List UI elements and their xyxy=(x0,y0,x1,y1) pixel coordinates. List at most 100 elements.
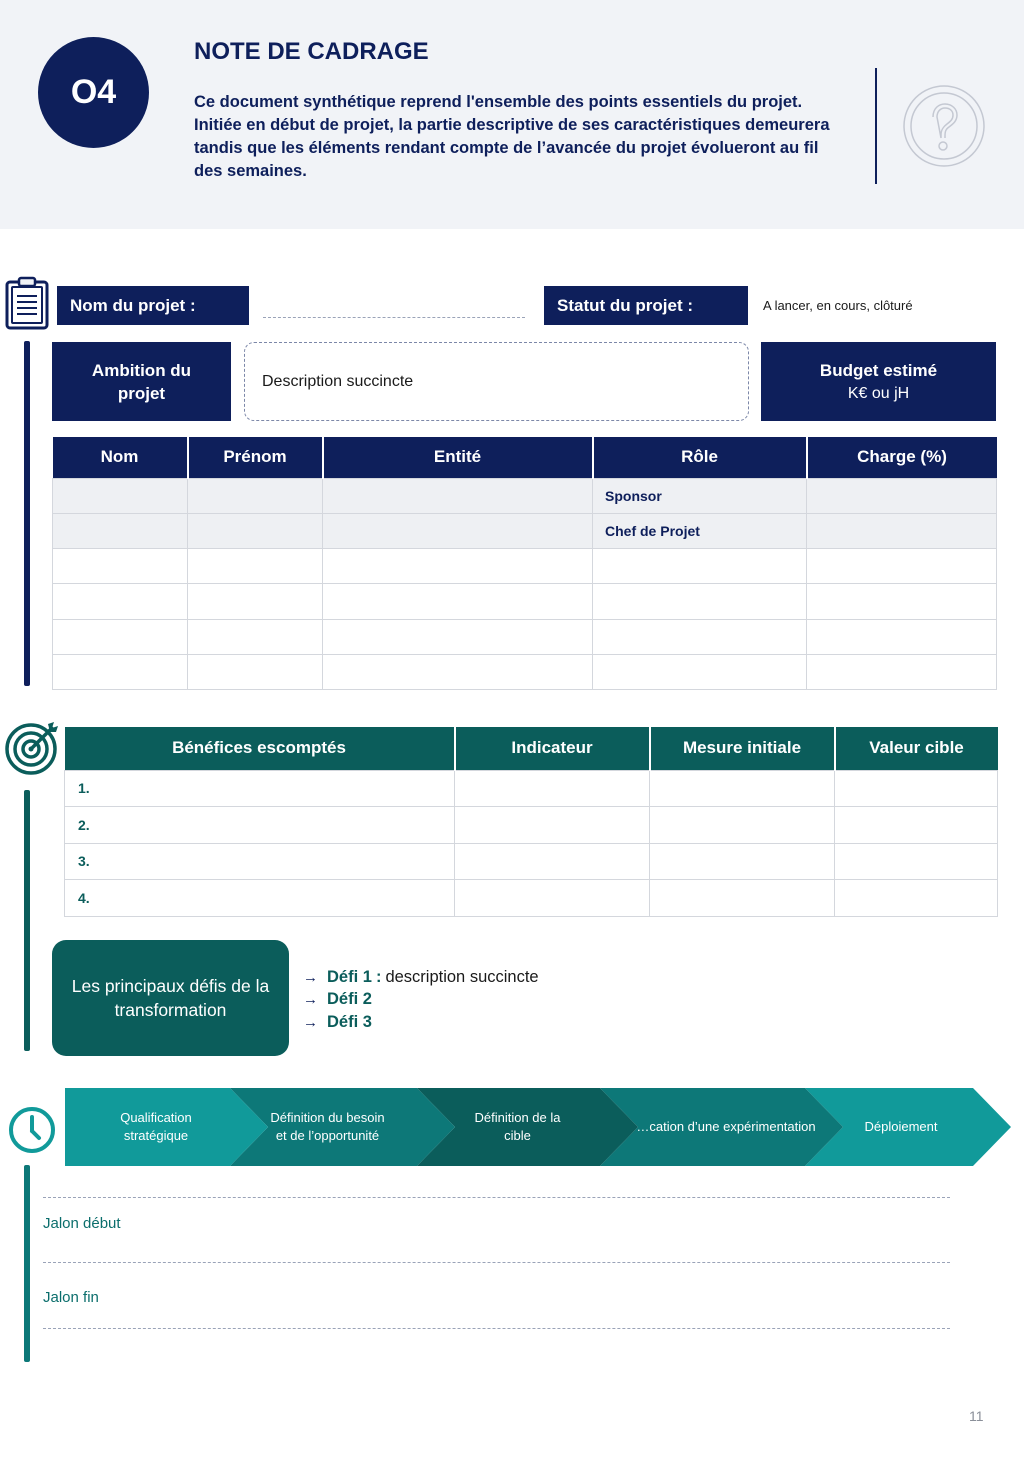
phase-experimentation: …cation d’une expérimentation xyxy=(636,1119,816,1134)
challenge-text: description succincte xyxy=(385,967,539,986)
milestone-divider xyxy=(43,1328,950,1329)
milestone-start-label[interactable]: Jalon début xyxy=(43,1215,121,1232)
table-cell[interactable] xyxy=(806,583,997,620)
table-row: Chef de Projet xyxy=(52,512,997,550)
table-row: 2. xyxy=(64,806,998,844)
table-cell[interactable] xyxy=(322,548,593,585)
team-table-header: Nom Prénom Entité Rôle Charge (%) xyxy=(52,437,997,478)
table-cell[interactable] xyxy=(592,583,807,620)
table-cell[interactable] xyxy=(322,477,593,514)
role-cell[interactable]: Sponsor xyxy=(592,477,807,514)
project-status-value[interactable]: A lancer, en cours, clôturé xyxy=(763,298,913,313)
table-cell[interactable] xyxy=(52,583,188,620)
team-table: Nom Prénom Entité Rôle Charge (%) Sponso… xyxy=(52,437,997,691)
benefits-table-header: Bénéfices escomptés Indicateur Mesure in… xyxy=(64,727,998,770)
team-header-charge: Charge (%) xyxy=(806,437,997,478)
table-cell[interactable] xyxy=(322,618,593,655)
table-cell[interactable] xyxy=(806,653,997,691)
table-cell[interactable] xyxy=(52,618,188,655)
table-cell[interactable] xyxy=(187,583,323,620)
project-name-label: Nom du projet : xyxy=(57,286,249,325)
milestone-end-label[interactable]: Jalon fin xyxy=(43,1289,99,1306)
phase-arrow-1 xyxy=(65,1088,268,1166)
table-row xyxy=(52,653,997,691)
list-item: → Défi 2 xyxy=(303,989,539,1012)
header-divider xyxy=(875,68,877,184)
table-row xyxy=(52,618,997,655)
table-row: 4. xyxy=(64,879,998,917)
benefits-header-benefices: Bénéfices escomptés xyxy=(64,727,456,770)
table-cell[interactable] xyxy=(187,477,323,514)
challenges-list: → Défi 1 : description succincte → Défi … xyxy=(303,966,539,1034)
benefit-number[interactable]: 4. xyxy=(64,879,455,917)
table-cell[interactable] xyxy=(834,842,998,880)
target-icon xyxy=(5,722,58,775)
timeline-arrows xyxy=(65,1088,1011,1166)
ambition-label: Ambition du projet xyxy=(52,342,231,421)
header-panel: O4 NOTE DE CADRAGE Ce document synthétiq… xyxy=(0,0,1024,229)
phase-definition-cible: Définition de la cible xyxy=(474,1110,561,1143)
table-cell[interactable] xyxy=(806,477,997,514)
table-row: 3. xyxy=(64,842,998,880)
page-number: 11 xyxy=(969,1408,984,1424)
benefits-header-mesure: Mesure initiale xyxy=(649,727,836,770)
phase-arrow-4 xyxy=(600,1088,843,1166)
budget-box: Budget estimé K€ ou jH xyxy=(761,342,996,421)
arrow-right-icon: → xyxy=(303,968,318,986)
table-cell[interactable] xyxy=(834,806,998,844)
table-row xyxy=(52,583,997,620)
table-cell[interactable] xyxy=(52,512,188,550)
table-cell[interactable] xyxy=(834,769,998,807)
table-cell[interactable] xyxy=(322,653,593,691)
table-cell[interactable] xyxy=(454,879,650,917)
table-cell[interactable] xyxy=(52,477,188,514)
table-cell[interactable] xyxy=(187,512,323,550)
table-cell[interactable] xyxy=(592,548,807,585)
phase-arrow-3 xyxy=(417,1088,638,1166)
timeline: Qualification stratégique Définition du … xyxy=(65,1088,1013,1166)
table-cell[interactable] xyxy=(649,879,835,917)
section-bar-project xyxy=(24,341,30,686)
section-bar-timeline xyxy=(24,1165,30,1362)
table-cell[interactable] xyxy=(806,618,997,655)
benefit-number[interactable]: 3. xyxy=(64,842,455,880)
ambition-description-field[interactable]: Description succincte xyxy=(244,342,749,421)
table-cell[interactable] xyxy=(187,548,323,585)
table-row: 1. xyxy=(64,769,998,807)
page-description: Ce document synthétique reprend l'ensemb… xyxy=(194,93,830,180)
table-cell[interactable] xyxy=(834,879,998,917)
table-cell[interactable] xyxy=(322,512,593,550)
table-cell[interactable] xyxy=(649,806,835,844)
table-cell[interactable] xyxy=(52,653,188,691)
milestone-divider xyxy=(43,1197,950,1198)
challenge-separator: : xyxy=(375,967,382,986)
role-cell[interactable]: Chef de Projet xyxy=(592,512,807,550)
table-cell[interactable] xyxy=(187,653,323,691)
table-cell[interactable] xyxy=(187,618,323,655)
table-cell[interactable] xyxy=(322,583,593,620)
challenge-label: Défi 3 xyxy=(327,1012,372,1031)
budget-unit: K€ ou jH xyxy=(847,384,910,402)
table-cell[interactable] xyxy=(649,842,835,880)
table-cell[interactable] xyxy=(592,618,807,655)
phase-arrow-2 xyxy=(230,1088,455,1166)
clock-icon xyxy=(9,1107,55,1153)
table-cell[interactable] xyxy=(454,769,650,807)
project-name-field[interactable] xyxy=(263,317,525,318)
table-cell[interactable] xyxy=(454,842,650,880)
table-cell[interactable] xyxy=(806,548,997,585)
benefit-number[interactable]: 1. xyxy=(64,769,455,807)
phase-arrow-5 xyxy=(805,1088,1011,1166)
table-row xyxy=(52,548,997,585)
team-header-role: Rôle xyxy=(592,437,808,478)
table-cell[interactable] xyxy=(592,653,807,691)
section-bar-benefits xyxy=(24,790,30,1051)
challenges-box: Les principaux défis de la transformatio… xyxy=(52,940,289,1056)
table-cell[interactable] xyxy=(649,769,835,807)
table-cell[interactable] xyxy=(454,806,650,844)
table-cell[interactable] xyxy=(806,512,997,550)
benefit-number[interactable]: 2. xyxy=(64,806,455,844)
milestone-divider xyxy=(43,1262,950,1263)
table-cell[interactable] xyxy=(52,548,188,585)
